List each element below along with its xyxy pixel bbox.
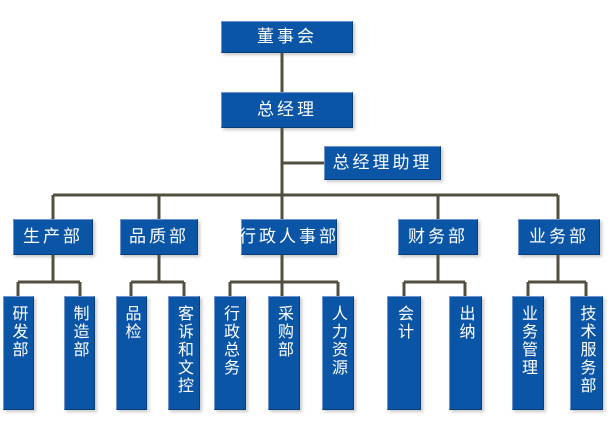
leaf-node-accounting[interactable]: 会计 — [387, 296, 421, 410]
leaf-node-purchasing[interactable]: 采购部 — [268, 296, 300, 410]
leaf-node-complaints-doc-control[interactable]: 客诉和文控 — [168, 296, 200, 410]
dept-node-admin-hr[interactable]: 行政人事部 — [239, 219, 337, 255]
leaf-node-cashier[interactable]: 出纳 — [449, 296, 482, 410]
leaf-node-quality-inspection[interactable]: 品检 — [116, 296, 147, 410]
org-node-general-manager[interactable]: 总经理 — [221, 92, 353, 128]
dept-node-production[interactable]: 生产部 — [13, 219, 93, 255]
org-node-board[interactable]: 董事会 — [221, 21, 353, 53]
leaf-node-manufacturing[interactable]: 制造部 — [64, 296, 95, 410]
dept-node-business[interactable]: 业务部 — [518, 219, 600, 255]
dept-node-quality[interactable]: 品质部 — [120, 219, 198, 255]
org-node-gm-assistant[interactable]: 总经理助理 — [324, 146, 441, 180]
leaf-node-admin-general-affairs[interactable]: 行政总务 — [214, 296, 246, 410]
leaf-node-tech-service[interactable]: 技术服务部 — [570, 296, 603, 410]
leaf-node-business-management[interactable]: 业务管理 — [512, 296, 544, 410]
dept-node-finance[interactable]: 财务部 — [398, 219, 478, 255]
leaf-node-human-resources[interactable]: 人力资源 — [322, 296, 354, 410]
leaf-node-rnd[interactable]: 研发部 — [3, 296, 34, 410]
